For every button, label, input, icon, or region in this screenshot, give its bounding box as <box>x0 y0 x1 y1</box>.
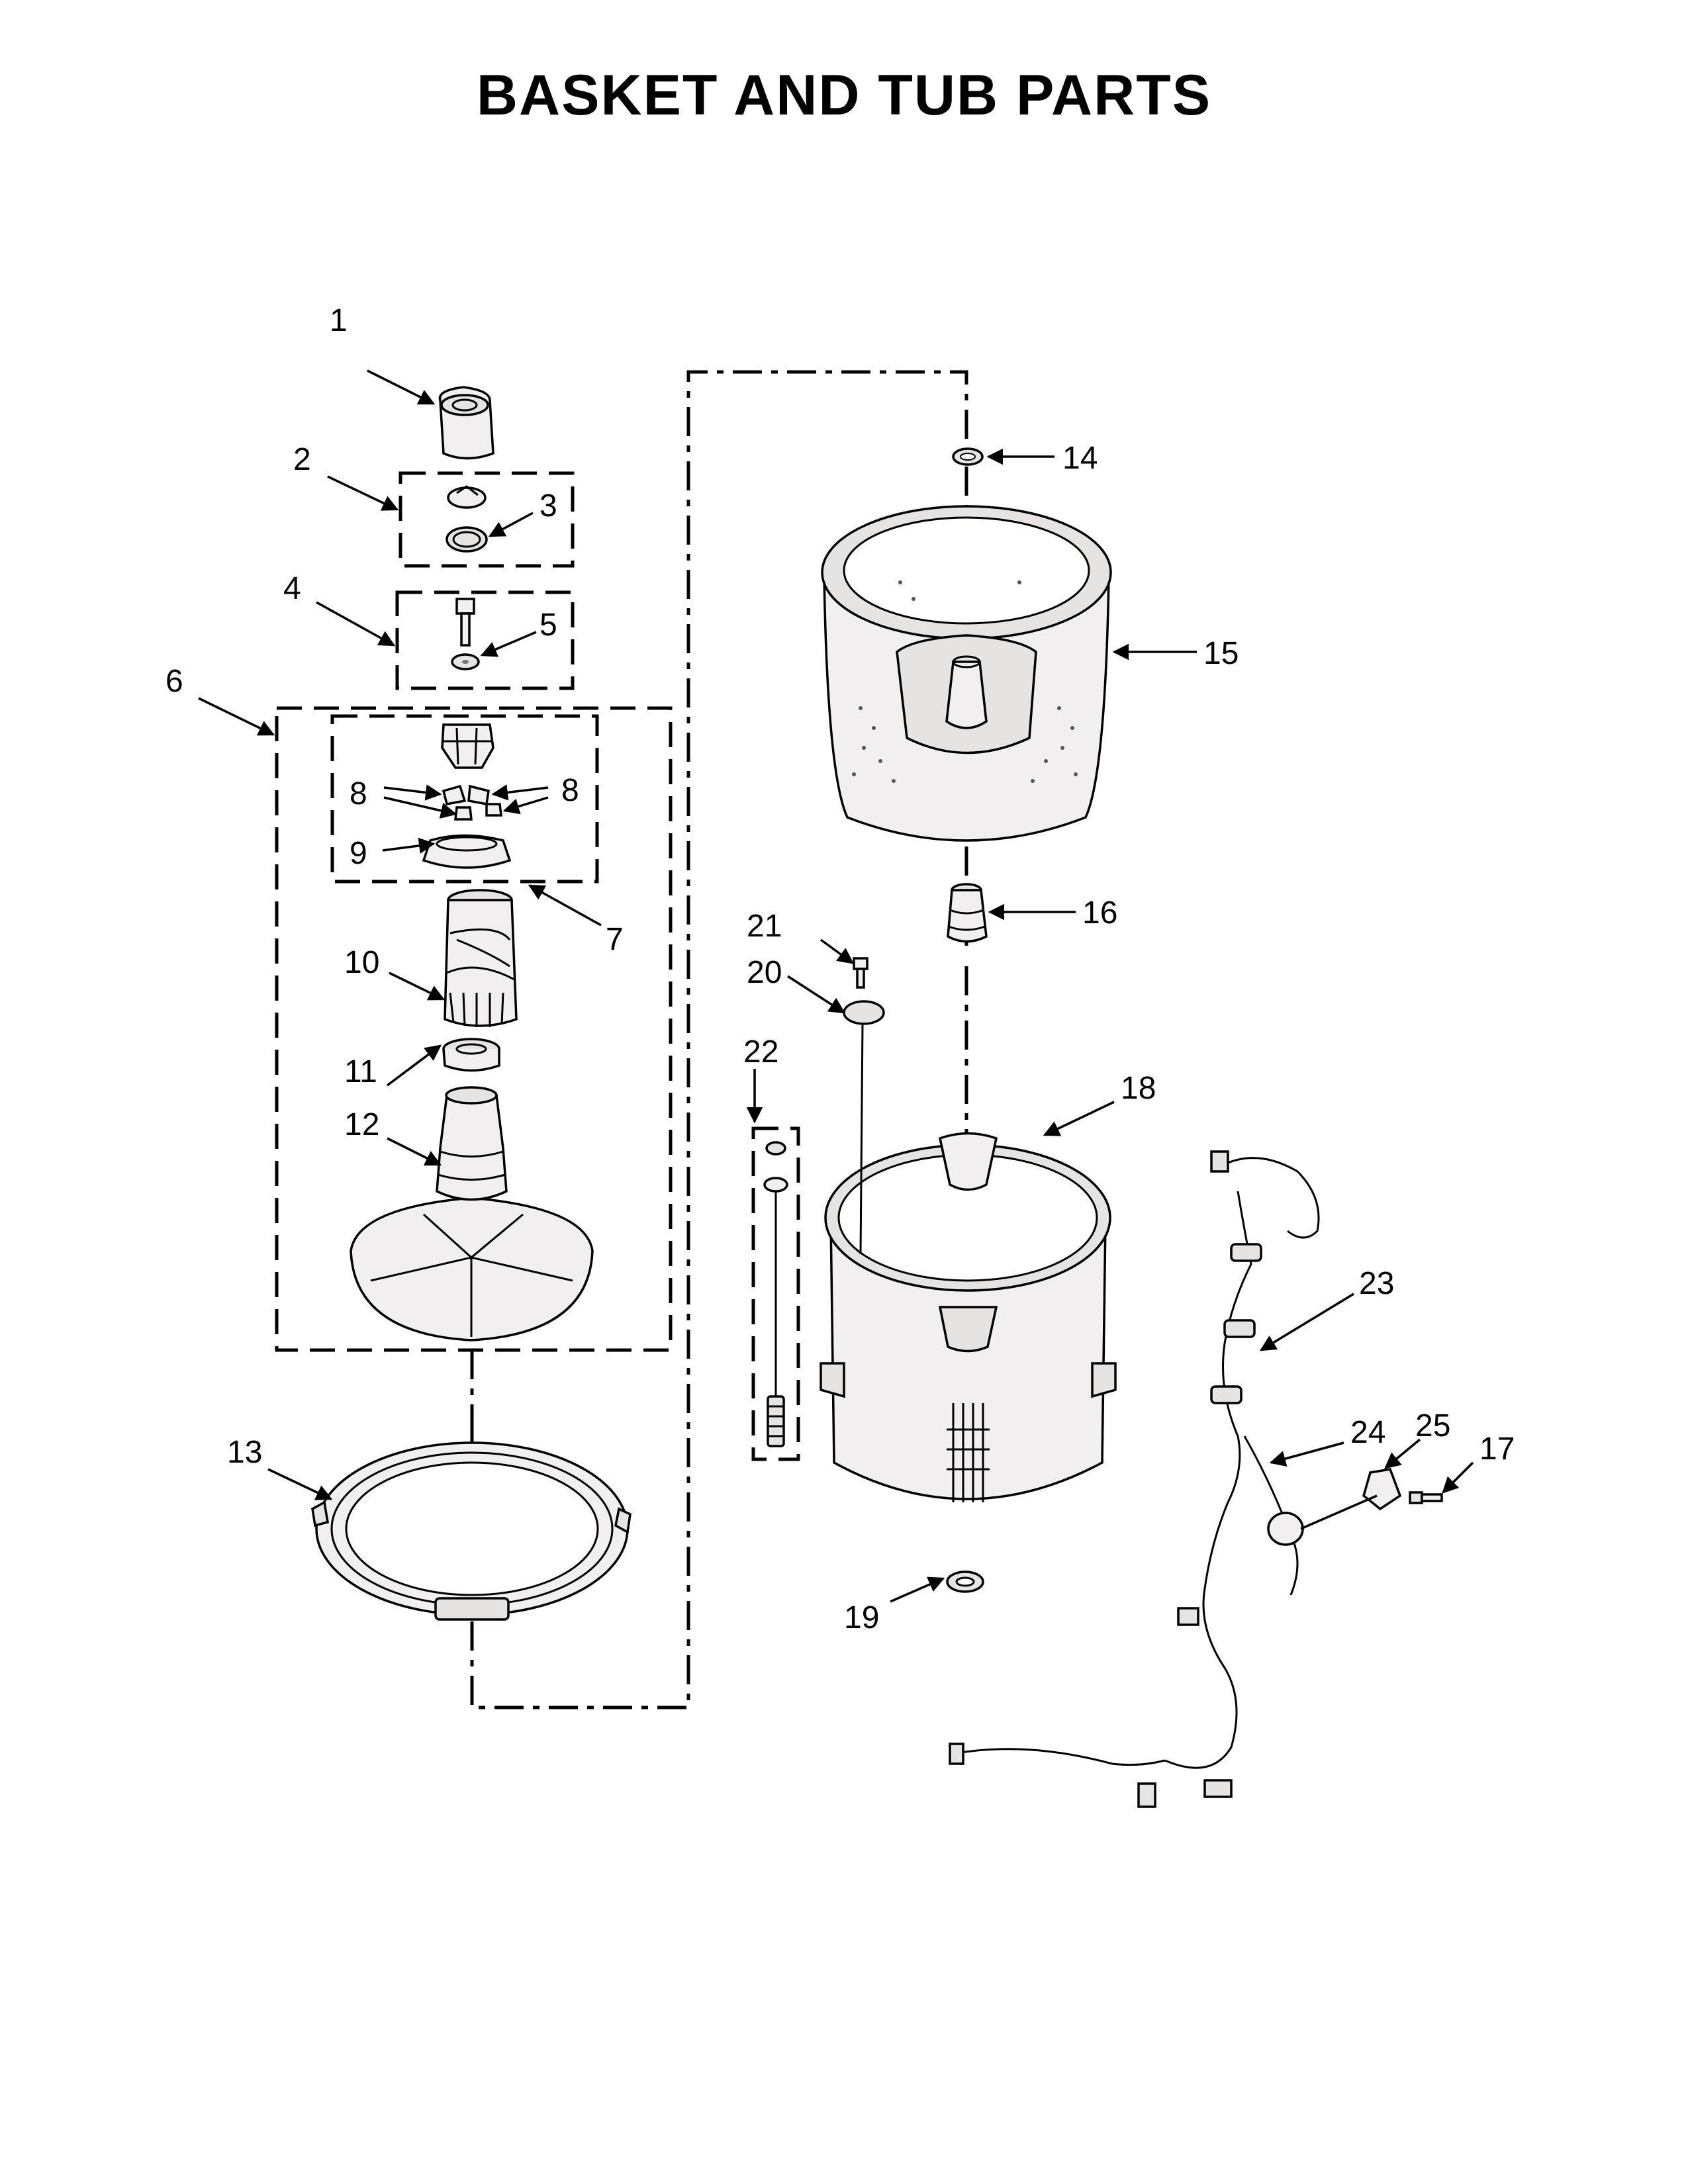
callout-24: 24 <box>1350 1415 1385 1450</box>
callout-21: 21 <box>747 909 782 944</box>
leader-lines <box>198 369 1474 1603</box>
callout-2: 2 <box>293 442 311 477</box>
group-box-7 <box>330 714 599 884</box>
cam-and-ring-part <box>445 485 488 553</box>
callout-15: 15 <box>1203 636 1239 671</box>
callout-5: 5 <box>539 608 557 643</box>
callout-11: 11 <box>344 1054 377 1089</box>
callout-22: 22 <box>743 1034 778 1069</box>
tub-seal-part <box>946 1570 984 1593</box>
callout-1: 1 <box>330 303 348 338</box>
callout-7: 7 <box>606 922 624 957</box>
wash-basket-part <box>821 505 1112 842</box>
callout-9: 9 <box>350 836 367 871</box>
callout-25: 25 <box>1415 1408 1450 1443</box>
agitator-auger-part <box>444 889 518 1027</box>
agitator-cam-assembly-part <box>422 723 512 869</box>
group-box-4 <box>395 590 575 690</box>
page-title: BASKET AND TUB PARTS <box>476 64 1212 127</box>
screw-and-cover-part <box>843 957 885 1255</box>
agitator-cap-part <box>438 386 494 460</box>
callout-23: 23 <box>1359 1266 1394 1301</box>
outer-tub-part <box>820 1132 1117 1502</box>
callout-4: 4 <box>283 571 301 606</box>
callout-14: 14 <box>1062 441 1098 476</box>
wire-harness-part <box>949 1150 1320 1808</box>
callout-8a: 8 <box>350 776 367 811</box>
bolt-and-washer-part <box>451 598 480 670</box>
callout-18: 18 <box>1121 1071 1156 1106</box>
callout-13: 13 <box>227 1435 262 1470</box>
callout-17: 17 <box>1479 1432 1515 1467</box>
basket-clip-ring-part <box>952 447 984 466</box>
callout-8b: 8 <box>561 773 579 808</box>
callout-3: 3 <box>539 488 557 523</box>
agitator-base-part <box>350 1086 594 1342</box>
assembly-line-main-loop <box>470 370 968 1709</box>
callout-6: 6 <box>165 664 183 699</box>
balance-ring-part <box>311 1441 632 1621</box>
basket-drive-hub-part <box>947 883 988 943</box>
callout-16: 16 <box>1082 895 1117 931</box>
callout-19: 19 <box>844 1600 879 1635</box>
harness-clamp-and-screw-part <box>1300 1468 1443 1530</box>
callout-20: 20 <box>747 955 782 990</box>
callout-10: 10 <box>344 945 379 980</box>
group-box-22 <box>751 1126 800 1461</box>
suspension-rod-part <box>763 1141 788 1447</box>
group-box-2 <box>399 471 575 568</box>
drive-bushing-part <box>442 1038 500 1072</box>
callout-12: 12 <box>344 1107 379 1142</box>
